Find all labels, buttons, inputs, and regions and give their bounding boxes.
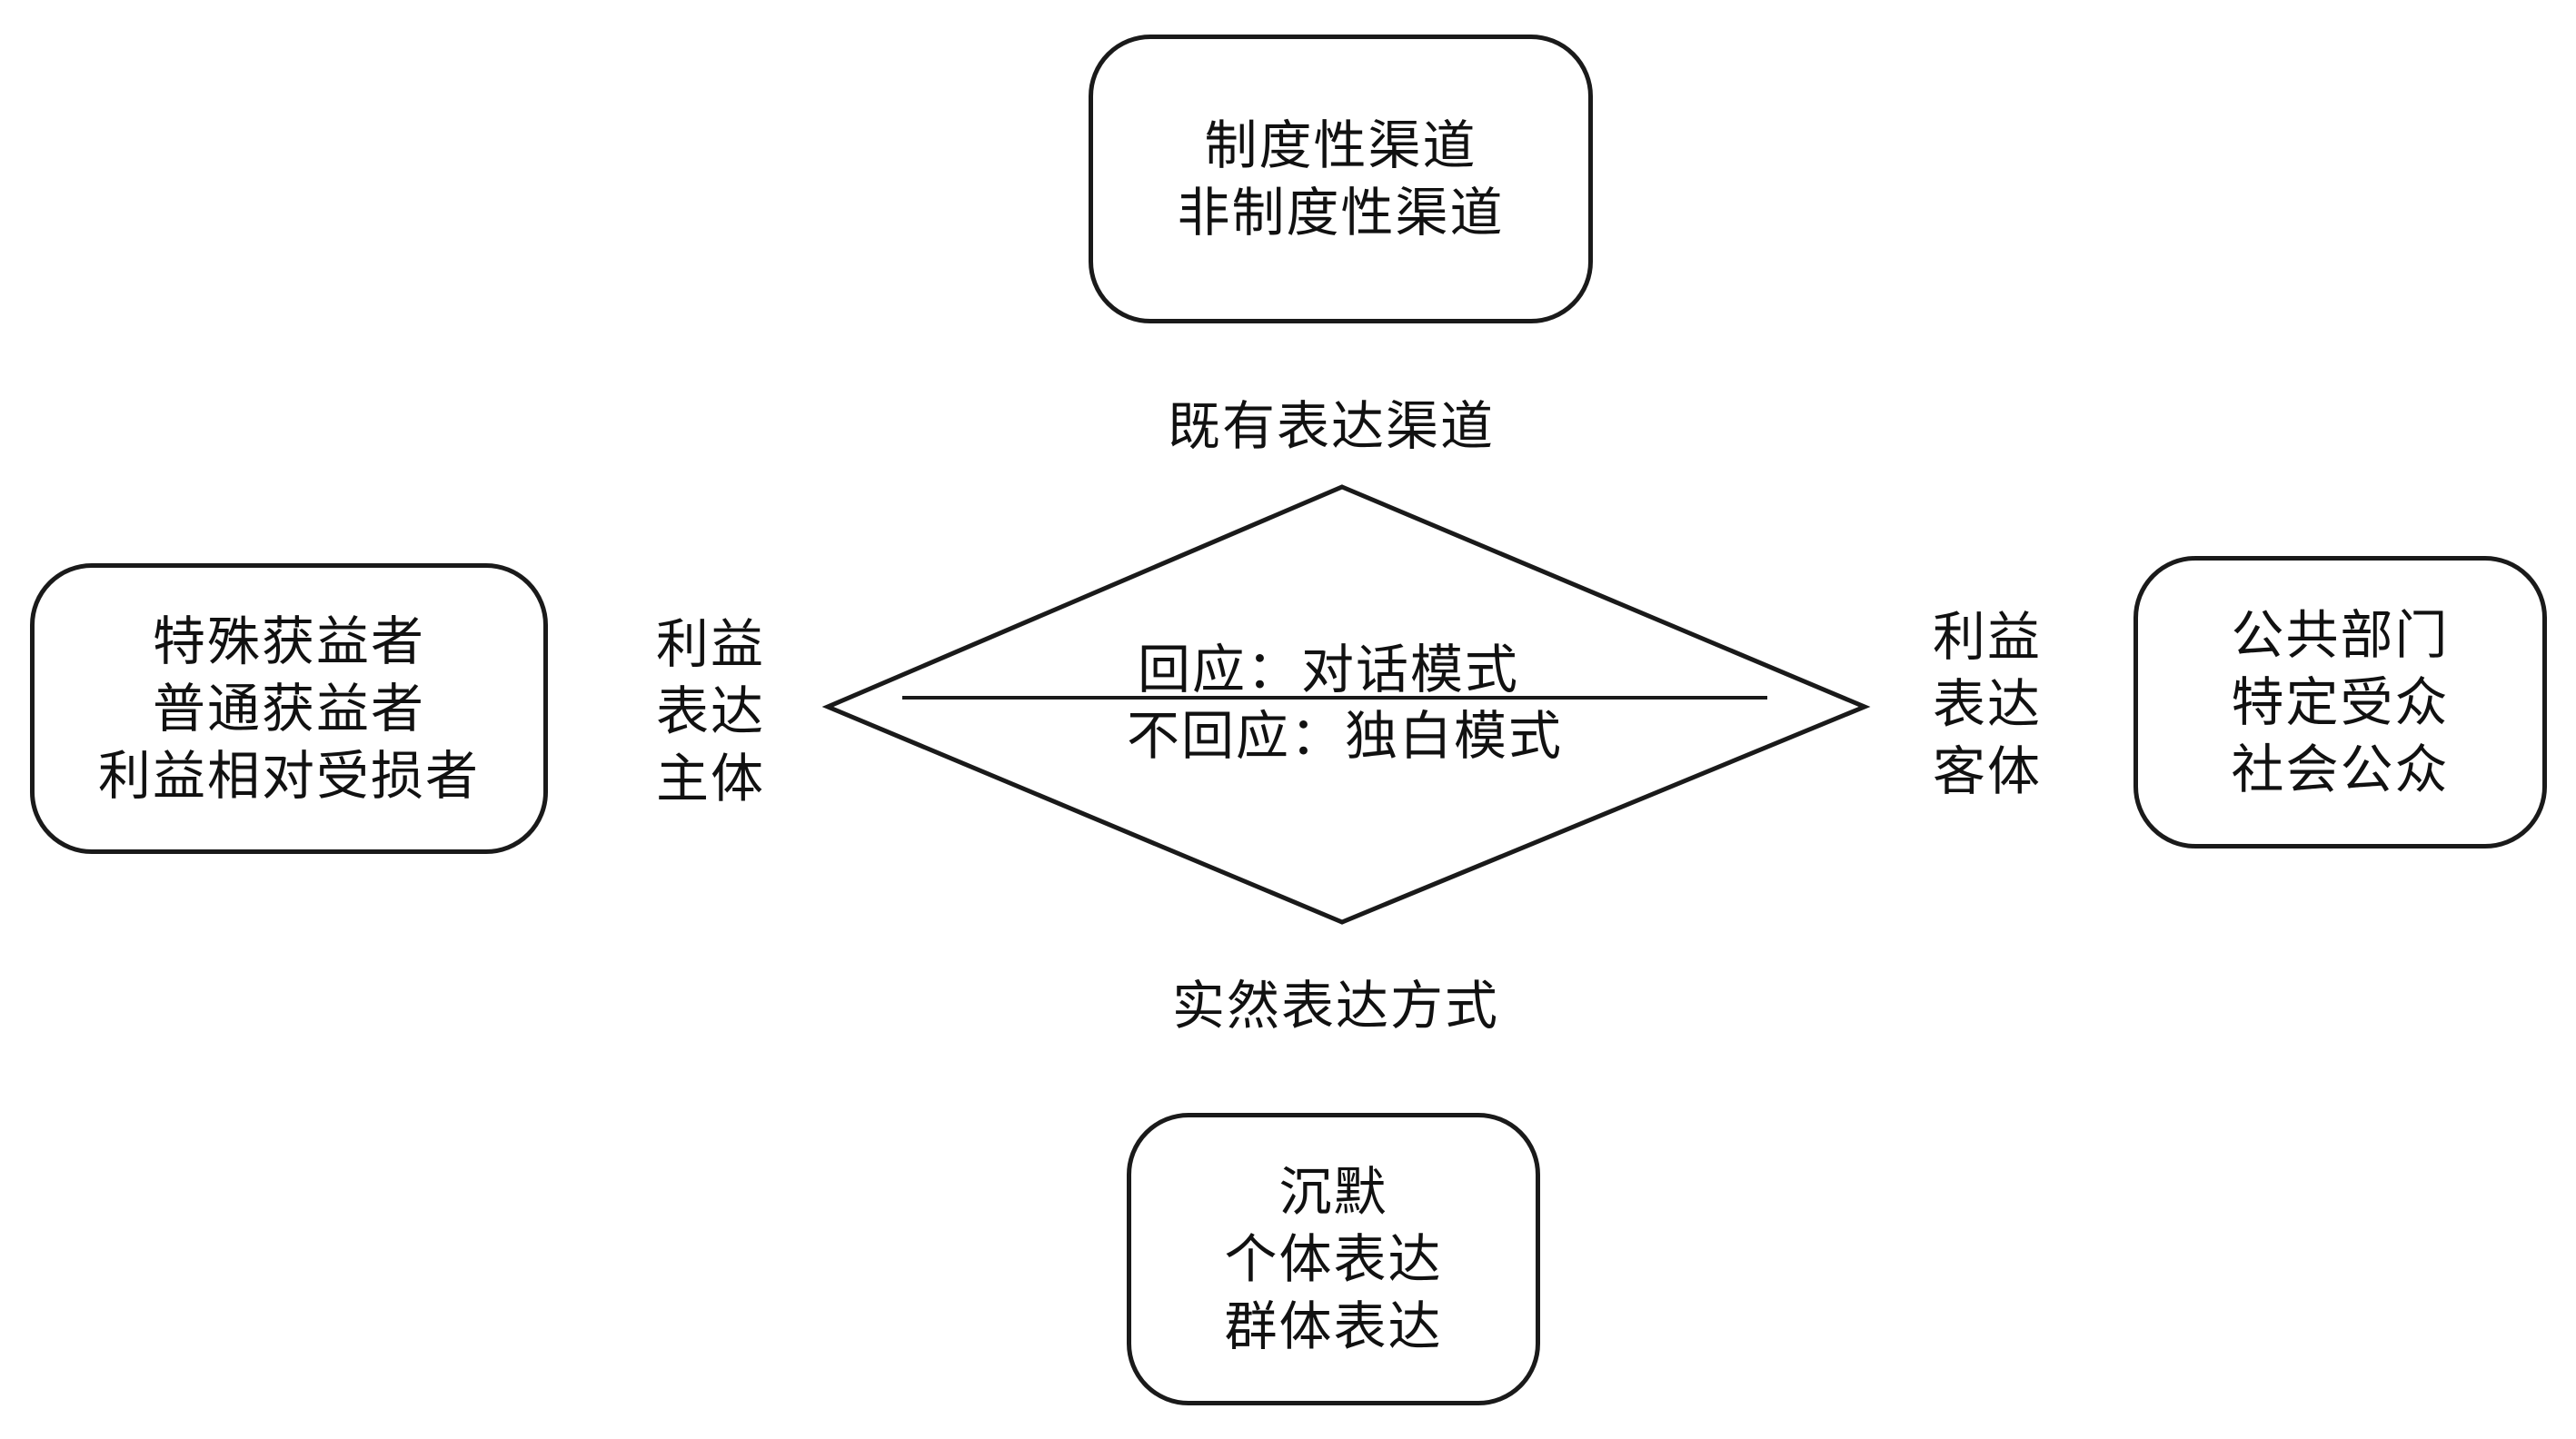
objects-line-2: 特定受众 [2231,671,2450,733]
object-label-line-1: 利益 [1932,606,2043,668]
diamond-shape [821,484,1871,925]
subject-label-line-1: 利益 [655,613,766,675]
object-label-line-2: 表达 [1932,673,2043,735]
expression-object-label: 利益 表达 客体 [1933,603,2042,805]
dialogue-mode-text: 回应：对话模式 [1137,639,1520,700]
subject-label-line-3: 主体 [655,748,766,809]
object-label-line-3: 客体 [1932,740,2043,802]
actual-expression-label: 实然表达方式 [1171,975,1500,1037]
expression-subject-label: 利益 表达 主体 [656,610,765,812]
subject-label-line-2: 表达 [655,680,766,742]
channels-line-2: 非制度性渠道 [1177,182,1505,243]
monologue-mode-text: 不回应：独白模式 [1126,705,1564,767]
methods-box: 沉默 个体表达 群体表达 [1127,1113,1540,1405]
existing-channels-label: 既有表达渠道 [1167,395,1496,457]
methods-line-2: 个体表达 [1224,1228,1443,1290]
objects-box: 公共部门 特定受众 社会公众 [2133,556,2547,849]
objects-line-3: 社会公众 [2231,739,2450,800]
subjects-line-1: 特殊获益者 [152,610,425,672]
subjects-line-2: 普通获益者 [152,678,425,739]
subjects-box: 特殊获益者 普通获益者 利益相对受损者 [30,563,548,854]
methods-line-3: 群体表达 [1224,1295,1443,1357]
channels-box: 制度性渠道 非制度性渠道 [1089,35,1593,323]
methods-line-1: 沉默 [1278,1161,1388,1223]
channels-line-1: 制度性渠道 [1204,114,1477,176]
subjects-line-3: 利益相对受损者 [97,745,480,807]
objects-line-1: 公共部门 [2231,604,2450,666]
